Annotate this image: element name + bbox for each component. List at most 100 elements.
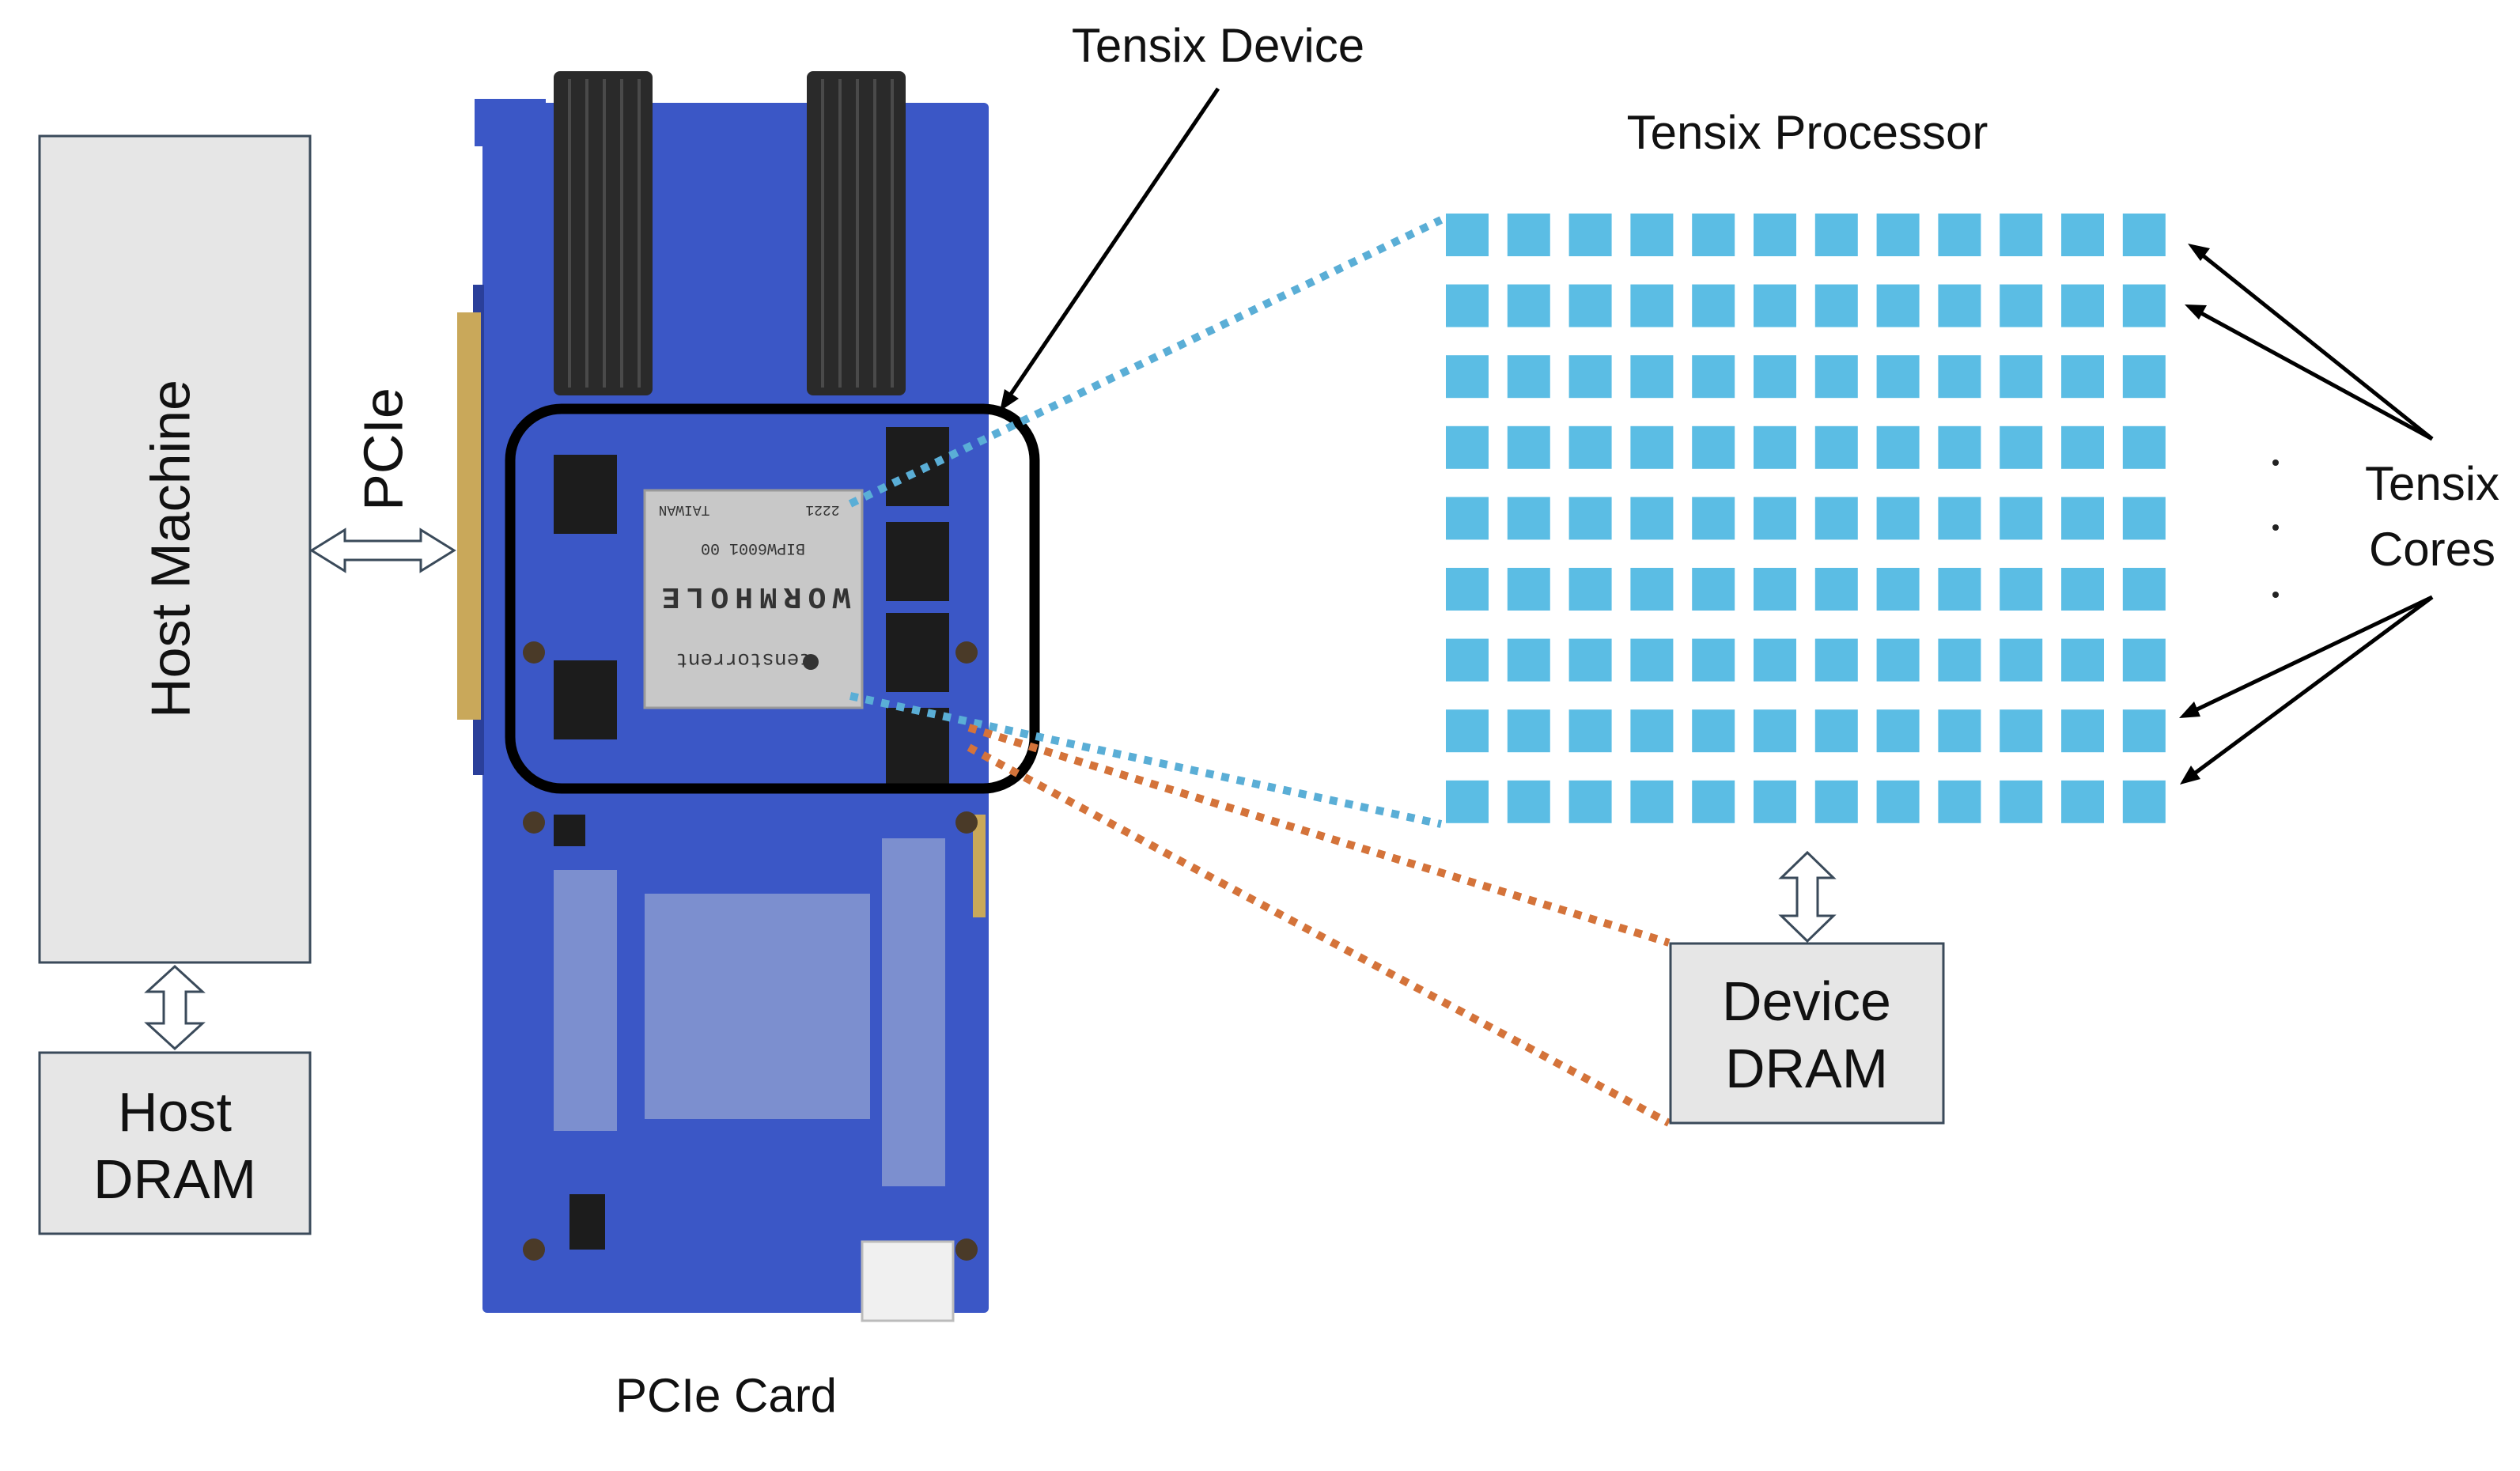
tensix-core — [1754, 638, 1796, 682]
tensix-core — [1938, 568, 1981, 611]
more-cores-ellipsis — [2272, 459, 2279, 598]
tensix-core — [1938, 355, 1981, 399]
arrowhead-icon — [1000, 389, 1019, 411]
tensix-core — [1507, 284, 1550, 327]
tensix-core — [1507, 638, 1550, 682]
tensix-core — [1938, 780, 1981, 823]
tensix-core — [1630, 638, 1674, 682]
tensix-core — [1568, 568, 1612, 611]
tensix-core — [2122, 497, 2166, 540]
tensix-cores-label-line2: Cores — [2369, 523, 2495, 576]
tensix-core — [1507, 214, 1550, 256]
arrowhead-icon — [2179, 701, 2200, 718]
tensix-core — [1630, 709, 1674, 753]
tensix-core — [1507, 355, 1550, 399]
tensix-core — [1568, 709, 1612, 753]
tensix-core — [1754, 709, 1796, 753]
tensix-core — [1692, 425, 1735, 469]
host-dram-link-arrow — [144, 964, 206, 1051]
processor-zoom-line-bottom — [849, 692, 1443, 828]
memory-chip — [886, 427, 949, 506]
soc-part-text: BIPW6001 00 — [701, 539, 805, 557]
tensix-device-pointer — [1000, 87, 1220, 411]
tensix-core — [2061, 214, 2104, 256]
pcie-card-label: PCIe Card — [615, 1369, 837, 1422]
device-dram-box — [1669, 942, 1945, 1125]
tensix-core — [1507, 568, 1550, 611]
tensix-core — [1876, 284, 1920, 327]
pcie-edge-connector — [457, 312, 481, 720]
device-dram-label-line1: Device — [1722, 970, 1891, 1032]
mounting-hole — [955, 641, 978, 664]
tensix-core — [1692, 497, 1735, 540]
tensix-processor-label: Tensix Processor — [1627, 106, 1988, 159]
board-chip — [569, 1194, 605, 1250]
tensix-core — [1814, 425, 1858, 469]
tensix-core — [1814, 780, 1858, 823]
board-chip — [554, 815, 585, 846]
tensix-core — [2000, 355, 2043, 399]
tensix-core — [2000, 780, 2043, 823]
tensix-core — [1568, 425, 1612, 469]
tensix-core — [2122, 214, 2166, 256]
tensix-cores-pointers — [2179, 244, 2434, 785]
tensix-device-label: Tensix Device — [1072, 19, 1364, 72]
tensix-core — [1446, 355, 1489, 399]
board-memory-strip — [882, 838, 945, 1186]
mounting-hole — [523, 1238, 545, 1261]
mounting-hole — [523, 641, 545, 664]
tensix-core — [1814, 638, 1858, 682]
tensix-core — [1446, 638, 1489, 682]
tensix-core — [2061, 780, 2104, 823]
tensix-core — [1938, 214, 1981, 256]
tensix-core — [2061, 284, 2104, 327]
tensix-core — [1754, 497, 1796, 540]
tensix-core — [1446, 284, 1489, 327]
device-dram-label-line2: DRAM — [1725, 1038, 1888, 1099]
device-dram-link-arrow — [1778, 850, 1837, 943]
tensix-cores-label-line1: Tensix — [2365, 457, 2499, 510]
host-machine: Host Machine — [38, 134, 312, 964]
tensix-core — [1876, 355, 1920, 399]
tensix-core — [1876, 709, 1920, 753]
tensix-core — [1754, 214, 1796, 256]
tensix-device-highlight — [505, 403, 1040, 794]
soc-origin-text: TAIWAN — [659, 501, 710, 517]
tensix-core — [1630, 355, 1674, 399]
side-connector — [973, 815, 986, 917]
tensix-core — [1876, 497, 1920, 540]
tensix-core — [2000, 425, 2043, 469]
tensix-core — [1568, 638, 1612, 682]
tensix-core — [1568, 780, 1612, 823]
tensix-core — [1754, 355, 1796, 399]
tensix-core — [2000, 638, 2043, 682]
tensix-core — [1446, 497, 1489, 540]
host-dram-label-line1: Host — [118, 1081, 232, 1143]
tensix-core — [1814, 709, 1858, 753]
tensix-core — [2061, 568, 2104, 611]
tensix-core — [2122, 355, 2166, 399]
tensix-core — [1568, 355, 1612, 399]
tensix-core — [2061, 425, 2104, 469]
tensix-core — [2122, 568, 2166, 611]
tensix-core — [2061, 709, 2104, 753]
tensix-core — [2122, 638, 2166, 682]
dram-zoom-line-top — [967, 724, 1671, 947]
tensix-core — [1446, 568, 1489, 611]
device-dram: Device DRAM — [1669, 942, 1945, 1125]
host-dram: Host DRAM — [38, 1051, 312, 1235]
tensix-core — [1876, 638, 1920, 682]
tensix-core — [2122, 780, 2166, 823]
tensix-core — [2061, 497, 2104, 540]
tensix-core — [2000, 497, 2043, 540]
tensix-core — [1876, 568, 1920, 611]
tensix-core — [1630, 568, 1674, 611]
tensix-core — [1876, 425, 1920, 469]
tensix-core — [2061, 355, 2104, 399]
pcie-card-illustration: 2221 TAIWAN BIPW6001 00 WORMHOLE tenstor… — [457, 71, 1040, 1322]
tensix-core — [2000, 568, 2043, 611]
tensix-core — [1630, 214, 1674, 256]
tensix-core — [1692, 780, 1735, 823]
heatsink-fins — [568, 79, 894, 388]
